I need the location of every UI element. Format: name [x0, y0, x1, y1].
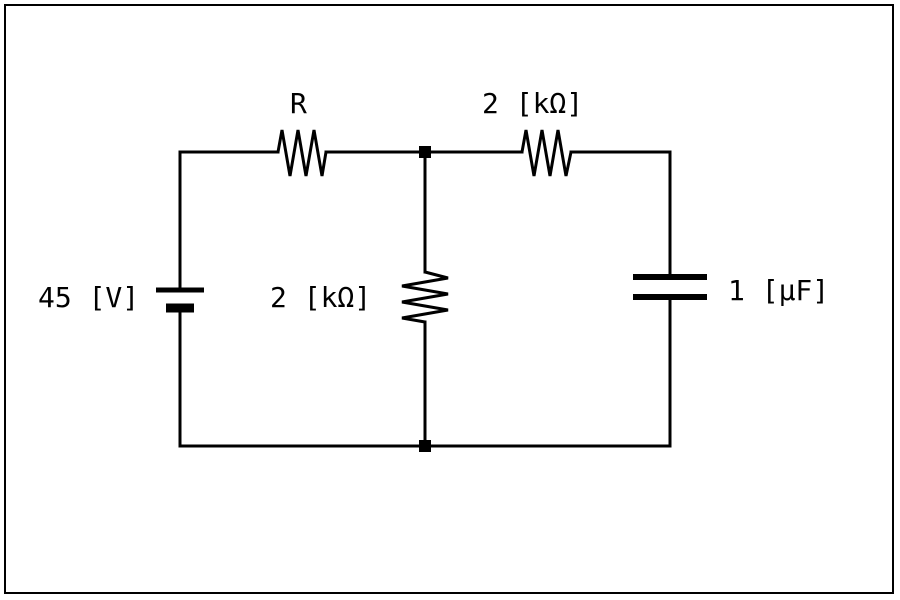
- resistor-series-label: 2 [kΩ]: [482, 87, 583, 120]
- junction-node-bottom: [419, 440, 431, 452]
- diagram-frame: [4, 4, 894, 594]
- resistor-r-label: R: [290, 87, 307, 120]
- junction-node-top: [419, 146, 431, 158]
- source-label: 45 [V]: [38, 281, 139, 314]
- resistor-shunt-symbol: [401, 270, 449, 324]
- resistor-shunt-label: 2 [kΩ]: [270, 281, 371, 314]
- resistor-series-symbol: [520, 129, 573, 177]
- resistor-r-symbol: [276, 129, 328, 177]
- capacitor-label: 1 [μF]: [728, 274, 829, 307]
